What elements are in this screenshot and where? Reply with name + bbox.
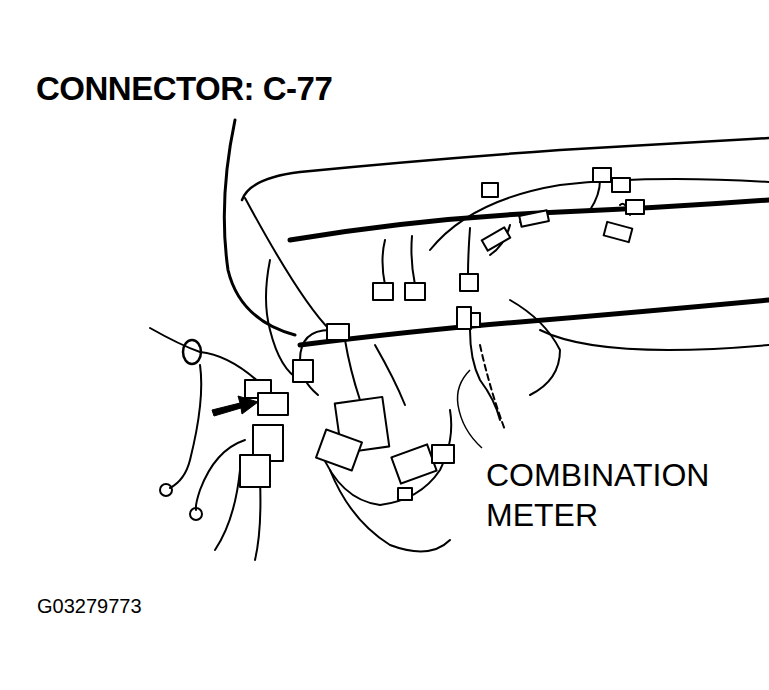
connector xyxy=(519,210,549,227)
meter-connector xyxy=(316,429,362,470)
branch-wire xyxy=(383,180,631,285)
meter-housing xyxy=(510,300,560,395)
connector-title: CONNECTOR: C-77 xyxy=(36,70,332,108)
branch-wire xyxy=(300,330,500,420)
clip xyxy=(457,307,471,329)
ground-terminal xyxy=(160,484,172,496)
wire xyxy=(196,440,245,510)
wire-harness xyxy=(300,300,769,345)
connector xyxy=(327,324,349,340)
pointer-arrow xyxy=(212,396,258,416)
wire xyxy=(170,365,201,488)
connector xyxy=(432,445,454,463)
component-label: COMBINATION METER xyxy=(486,455,748,535)
connector xyxy=(482,183,498,197)
connector xyxy=(398,488,412,500)
dash-lower xyxy=(540,330,769,350)
connector xyxy=(604,222,633,242)
connector xyxy=(626,200,644,214)
connector xyxy=(482,227,511,250)
connector xyxy=(612,178,630,192)
wire xyxy=(224,120,295,335)
dash-edge xyxy=(245,198,330,330)
connector xyxy=(405,283,425,300)
dashed-wire xyxy=(480,345,505,430)
connector xyxy=(240,455,270,487)
connector xyxy=(293,360,313,382)
leader-line xyxy=(458,370,483,448)
meter-connector xyxy=(391,444,436,483)
wire xyxy=(150,328,262,385)
figure-code: G03279773 xyxy=(37,594,142,618)
dash-outline xyxy=(242,138,769,200)
connector xyxy=(593,168,611,182)
connector xyxy=(460,274,478,291)
connector-c77 xyxy=(258,393,288,415)
connector xyxy=(373,283,393,300)
ground-terminal xyxy=(190,508,202,520)
wire-harness xyxy=(290,200,769,240)
